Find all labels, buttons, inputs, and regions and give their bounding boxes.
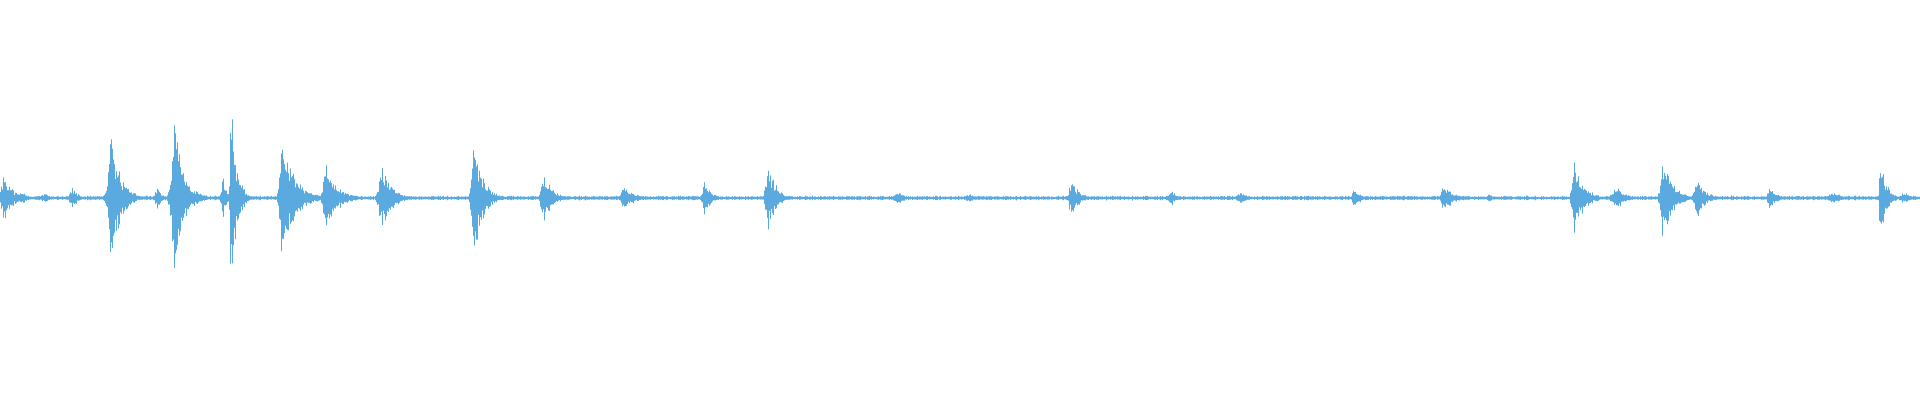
waveform-trace — [0, 119, 1920, 268]
waveform-samples — [0, 119, 1920, 268]
